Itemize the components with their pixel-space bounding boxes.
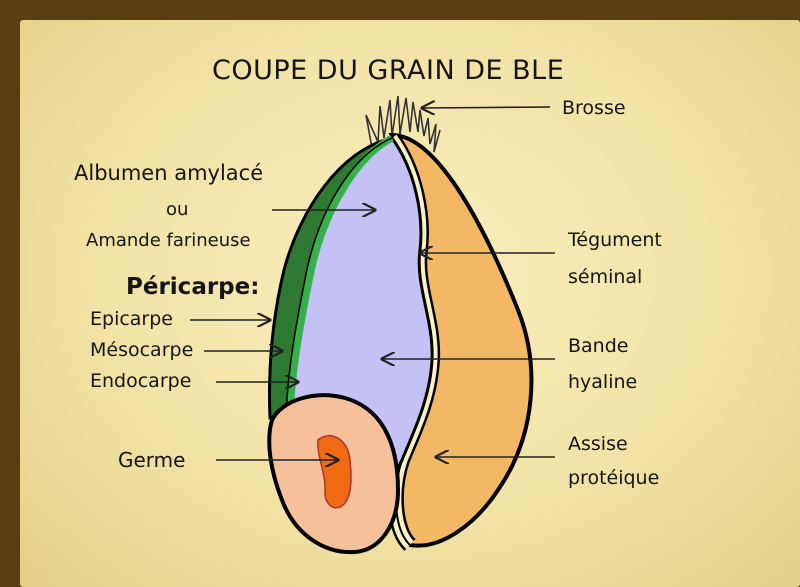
diagram-panel: COUPE DU GRAIN DE BLE Brosse Albumen amy…	[20, 20, 800, 587]
label-bande-2: hyaline	[568, 372, 637, 393]
label-albumen: Albumen amylacé	[74, 162, 263, 185]
label-mesocarpe: Mésocarpe	[90, 340, 193, 361]
label-ou: ou	[166, 200, 188, 220]
label-pericarpe: Péricarpe:	[126, 275, 259, 300]
label-amande: Amande farineuse	[86, 231, 251, 251]
label-tegument-2: séminal	[568, 267, 642, 288]
diagram-title: COUPE DU GRAIN DE BLE	[212, 56, 564, 86]
label-brosse: Brosse	[562, 98, 626, 119]
label-bande-1: Bande	[568, 336, 628, 357]
label-tegument-1: Tégument	[568, 230, 662, 251]
label-assise-2: protéique	[568, 468, 659, 489]
arrow-brosse	[422, 107, 550, 108]
label-endocarpe: Endocarpe	[90, 371, 191, 392]
label-epicarpe: Epicarpe	[90, 309, 173, 330]
label-germe: Germe	[118, 449, 185, 471]
label-assise-1: Assise	[568, 434, 628, 455]
grain-diagram	[20, 20, 800, 587]
